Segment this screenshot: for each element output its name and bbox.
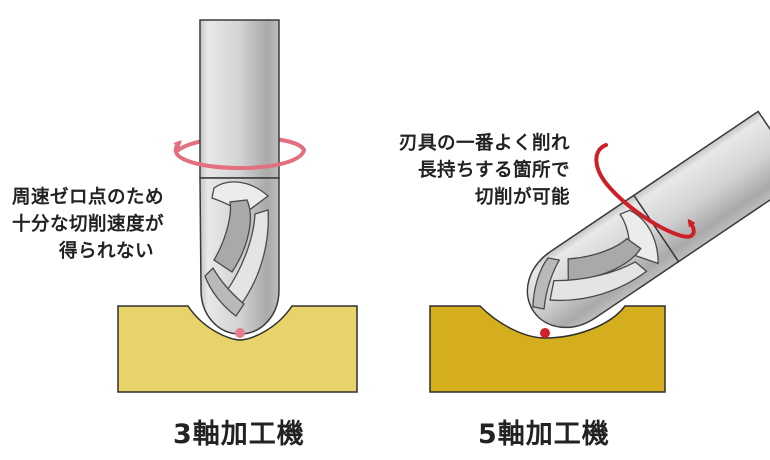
rotation-arrow-icon-5axis [594,143,696,239]
rotation-arrow-icon-3axis [173,140,306,171]
contact-point-icon-3axis [235,328,245,338]
contact-point-icon-5axis [540,328,550,338]
note-3axis-line-2: 十分な切削速度が [12,214,165,235]
note-5axis-line-3: 切削が可能 [474,187,570,208]
note-5axis-line-2: 長持ちする箇所で [417,160,570,181]
note-3axis: 周速ゼロ点のため 十分な切削速度が 得られない [12,184,164,265]
note-5axis-line-1: 刃具の一番よく削れ [398,133,570,154]
caption-5axis: 5軸加工機 [478,419,610,450]
note-3axis-line-1: 周速ゼロ点のため [12,187,165,208]
end-mill-3axis [199,19,280,335]
note-5axis: 刃具の一番よく削れ 長持ちする箇所で 切削が可能 [399,130,570,211]
end-mill-5axis [526,110,770,329]
caption-3axis: 3軸加工機 [173,419,305,450]
workpiece-5axis [429,305,666,393]
note-3axis-line-3: 得られない [59,241,155,262]
workpiece-3axis [117,305,358,393]
